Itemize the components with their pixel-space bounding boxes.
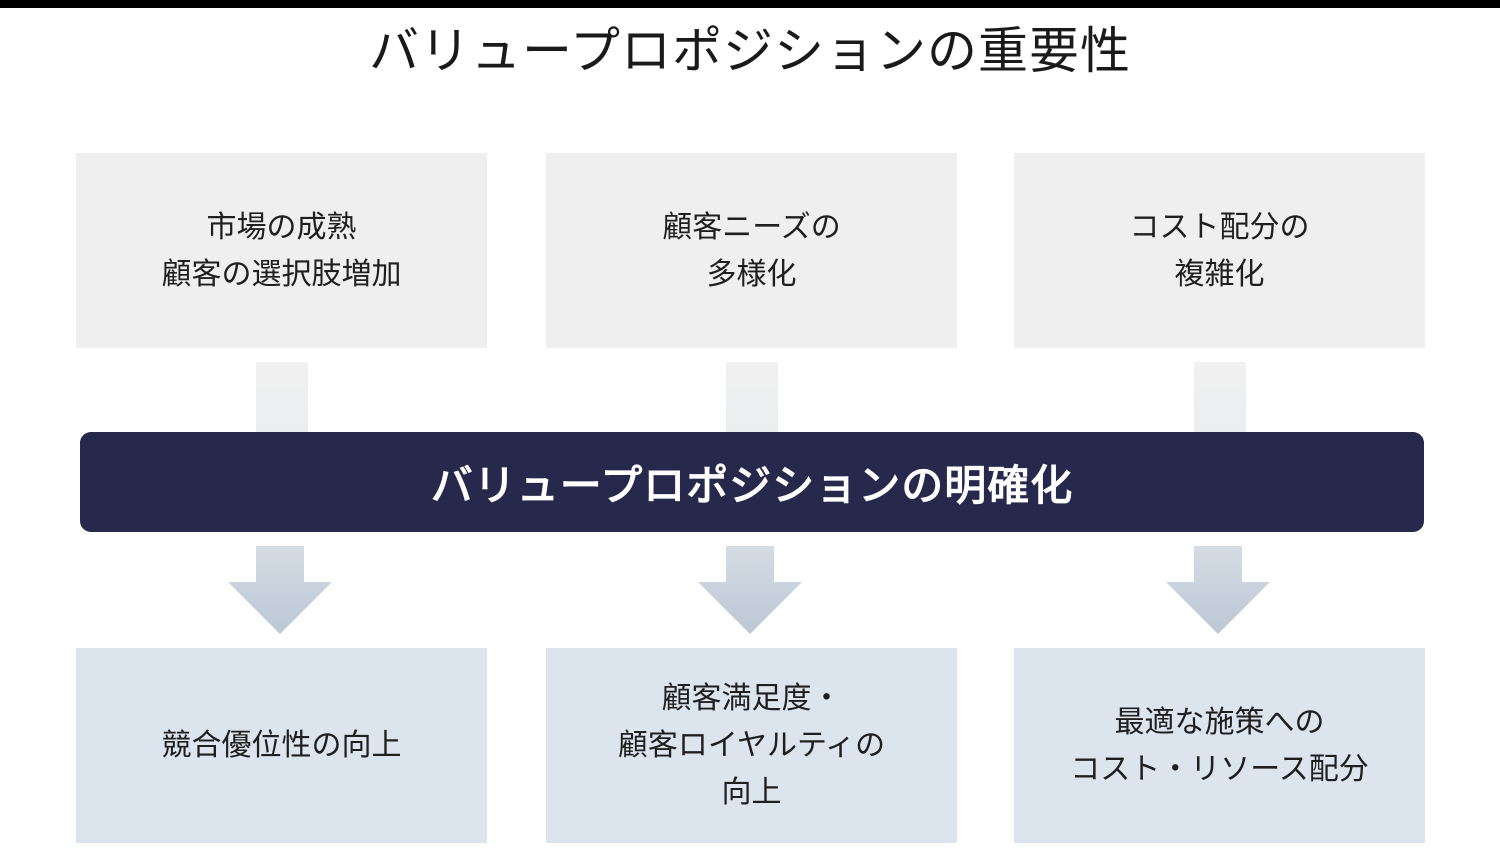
connector-driver-1-icon — [256, 362, 308, 434]
outcome-box-1-label: 競合優位性の向上 — [161, 728, 402, 763]
top-black-strip — [0, 0, 1500, 8]
central-banner: バリュープロポジションの明確化 — [80, 432, 1424, 532]
outcome-box-2-label: 顧客満足度・ 顧客ロイヤルティの 向上 — [617, 681, 886, 810]
driver-box-2: 顧客ニーズの 多様化 — [546, 153, 957, 348]
down-arrow-2-icon — [698, 546, 802, 634]
driver-box-1: 市場の成熟 顧客の選択肢増加 — [76, 153, 487, 348]
outcome-box-3-label: 最適な施策への コスト・リソース配分 — [1070, 704, 1369, 787]
driver-box-3-label: コスト配分の 複雑化 — [1129, 209, 1310, 292]
connector-driver-2-icon — [726, 362, 778, 434]
driver-box-3: コスト配分の 複雑化 — [1014, 153, 1425, 348]
outcome-box-3: 最適な施策への コスト・リソース配分 — [1014, 648, 1425, 843]
outcome-box-2: 顧客満足度・ 顧客ロイヤルティの 向上 — [546, 648, 957, 843]
driver-box-1-label: 市場の成熟 顧客の選択肢増加 — [161, 209, 402, 292]
driver-box-2-label: 顧客ニーズの 多様化 — [662, 209, 841, 292]
outcome-box-1: 競合優位性の向上 — [76, 648, 487, 843]
central-banner-label: バリュープロポジションの明確化 — [430, 460, 1074, 510]
down-arrow-1-icon — [228, 546, 332, 634]
down-arrow-3-icon — [1166, 546, 1270, 634]
connector-driver-3-icon — [1194, 362, 1246, 434]
page-title: バリュープロポジションの重要性 — [369, 22, 1131, 80]
